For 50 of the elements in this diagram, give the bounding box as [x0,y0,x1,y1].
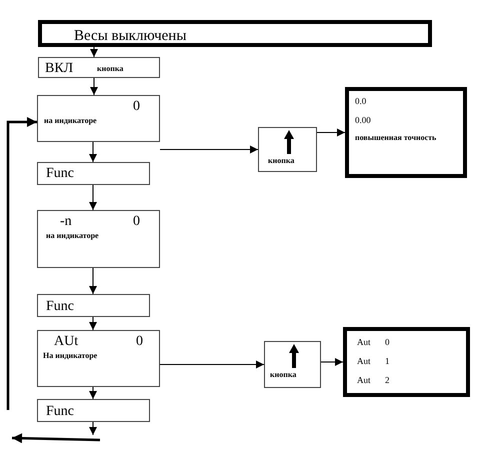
value-text: AUt [54,335,78,349]
arrow [160,146,258,154]
label-text: кнопка [97,65,124,73]
arrow [89,268,97,294]
label-text: на индикаторе [44,117,97,125]
value-text: Aut [357,357,370,366]
label-text: кнопка [270,371,296,379]
value-text: 2 [385,376,390,385]
process-box [37,330,160,387]
process-box [37,162,150,185]
arrow [89,386,97,400]
label-text: кнопка [268,157,294,165]
arrow [6,117,37,410]
arrow [320,358,344,366]
value-text: Func [46,167,74,181]
value-text: Весы выключены [74,29,186,44]
label-text: на индикаторе [46,232,99,240]
value-text: ВКЛ [45,62,74,76]
process-box [258,127,317,172]
value-text: 0 [136,335,143,349]
process-box [37,95,160,142]
arrow [90,78,98,96]
value-text: 0 [133,215,140,229]
value-text: 0 [133,100,140,114]
arrow [90,46,98,58]
process-box [38,57,160,78]
process-box [37,294,150,317]
value-text: 0.0 [355,97,366,106]
label-text: На индикаторе [43,352,98,360]
value-text: 0.00 [355,116,371,125]
process-box [37,210,160,268]
value-text: -n [60,215,72,229]
process-box [264,341,321,388]
arrow [89,184,97,210]
arrow [89,316,97,330]
process-box [38,20,432,47]
value-text: Func [46,405,74,419]
arrow [160,360,264,368]
label-text: повышенная точность [355,134,436,142]
value-text: 1 [385,357,390,366]
arrow [89,142,97,162]
value-text: Aut [357,338,370,347]
process-box [345,87,467,178]
process-box [343,327,470,397]
process-box [37,399,150,422]
arrow [89,422,97,436]
value-text: Func [46,300,74,314]
arrow [316,128,346,136]
value-text: Aut [357,376,370,385]
value-text: 0 [385,338,390,347]
